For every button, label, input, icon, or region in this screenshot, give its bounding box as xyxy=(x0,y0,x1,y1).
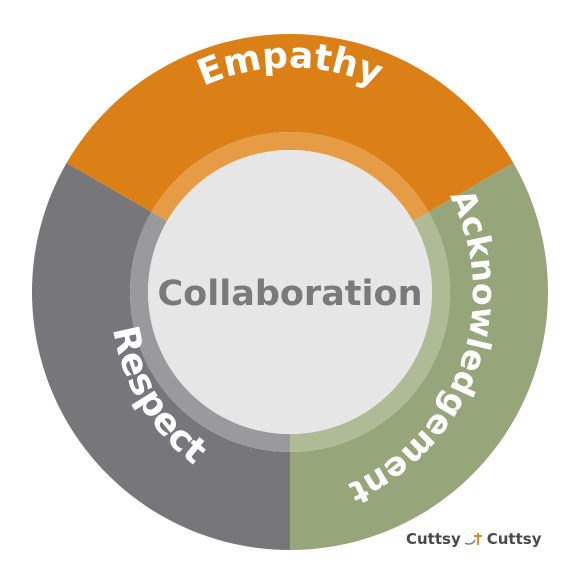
ring-segment-empathy xyxy=(66,34,514,221)
segment-inner-empathy xyxy=(151,132,429,221)
segment-outer-respect xyxy=(31,163,290,550)
segment-outer-acknowledgement xyxy=(290,163,549,550)
ring-segment-acknowledgement xyxy=(290,163,549,550)
segment-inner-acknowledgement xyxy=(290,212,450,452)
brand-name-left: Cuttsy xyxy=(406,530,461,548)
segment-inner-respect xyxy=(129,212,290,452)
center-circle xyxy=(148,150,432,434)
segment-outer-empathy xyxy=(66,34,514,212)
center-label: Collaboration xyxy=(157,274,422,314)
ring-segment-respect xyxy=(31,163,290,550)
needle-thread-icon xyxy=(464,533,482,545)
brand-name-right: Cuttsy xyxy=(486,530,542,548)
brand-logo: Cuttsy Cuttsy xyxy=(406,527,556,551)
